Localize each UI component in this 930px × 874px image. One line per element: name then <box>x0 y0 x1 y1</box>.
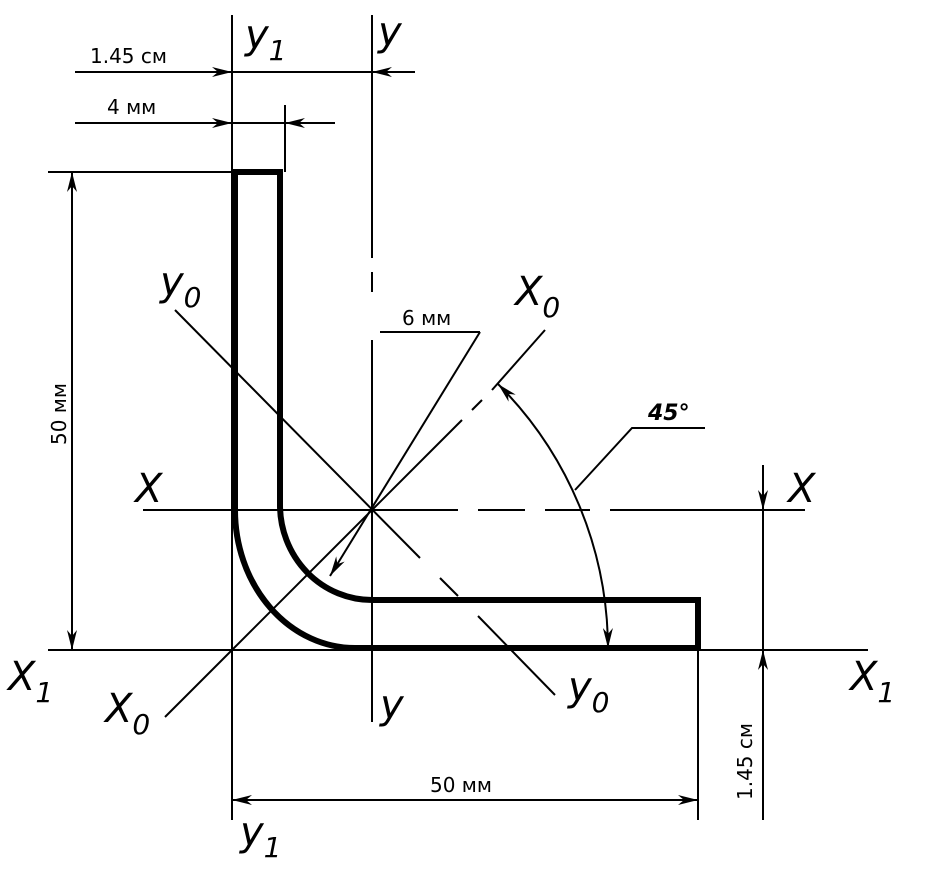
label-y1-top: y1 <box>244 12 287 67</box>
label-y0-top: y0 <box>159 259 202 314</box>
label-x0-bottom: X0 <box>103 686 150 741</box>
axis-x0-line <box>164 329 546 718</box>
label-x-left: X <box>133 466 164 512</box>
label-y-top: y <box>377 9 403 55</box>
label-x-right: X <box>786 466 817 512</box>
angle-profile <box>232 169 701 651</box>
label-y-bottom: y <box>379 682 405 728</box>
dim-radius: 6 мм <box>402 306 451 330</box>
dim-height: 50 мм <box>47 383 71 445</box>
dim-thickness: 4 мм <box>107 95 156 119</box>
axis-y0-line <box>174 309 556 696</box>
label-x1-right: X1 <box>848 654 895 709</box>
dim-top-offset: 1.45 см <box>90 44 167 68</box>
label-y1-bottom: y1 <box>239 809 282 864</box>
label-x1-left: X1 <box>6 654 53 709</box>
dim-right-offset: 1.45 см <box>733 723 757 800</box>
dim-angle: 45° <box>647 401 690 426</box>
dim-width: 50 мм <box>430 773 492 797</box>
label-x0-top: X0 <box>513 269 560 324</box>
label-y0-bottom: y0 <box>567 664 610 719</box>
